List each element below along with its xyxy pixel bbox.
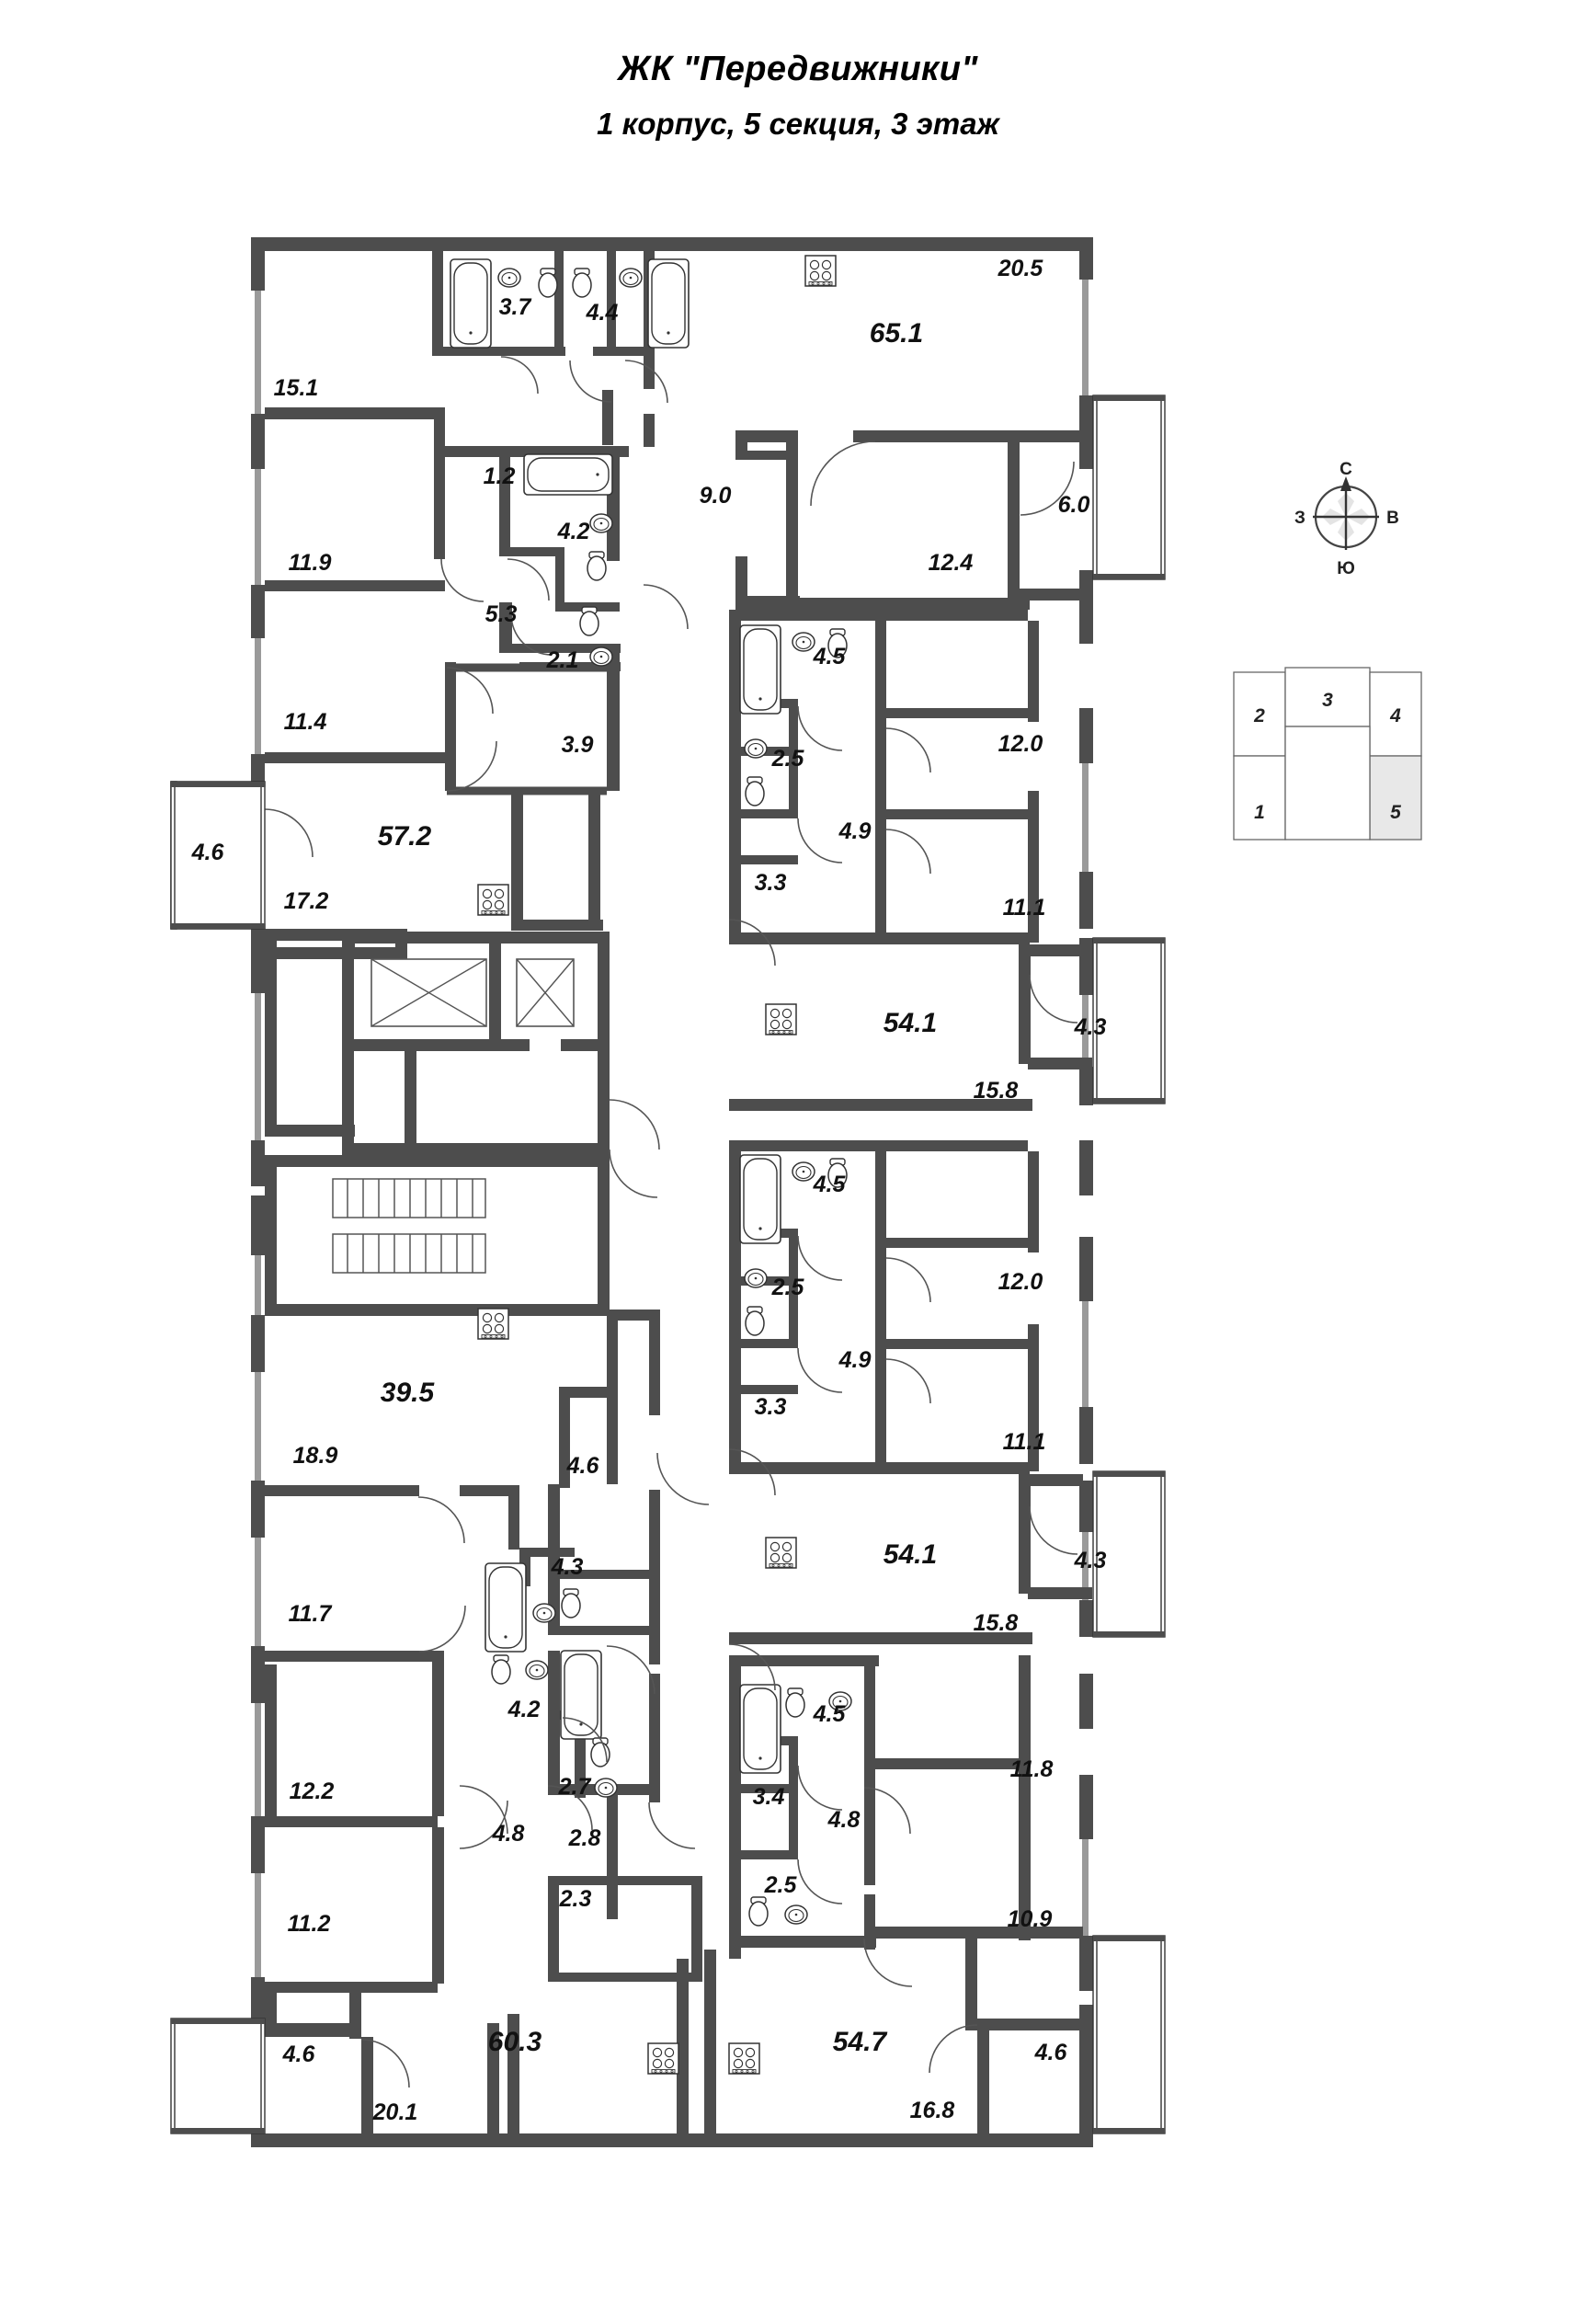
lbl-2-5a: 2.5 [771, 746, 805, 772]
staircase [332, 1178, 486, 1274]
door-swings [264, 356, 1078, 2088]
compass-north-label: С [1340, 460, 1352, 479]
title-block: ЖК "Передвижники" 1 корпус, 5 секция, 3 … [0, 48, 1596, 143]
lbl-2-3: 2.3 [559, 1886, 592, 1912]
section-key-label-1: 1 [1254, 802, 1265, 823]
lbl-3-3a: 3.3 [755, 870, 787, 896]
balcony-glazing [170, 395, 1166, 2134]
lbl-2-5c: 2.5 [764, 1872, 798, 1898]
compass-south-label: Ю [1337, 559, 1355, 578]
lbl-4-3a: 4.3 [1074, 1014, 1107, 1040]
zone-top [170, 251, 655, 993]
lbl-60-3: 60.3 [488, 2027, 542, 2057]
lbl-4-4: 4.4 [586, 300, 619, 326]
elevator-shaft-small [516, 958, 575, 1027]
lbl-4-3c: 4.3 [551, 1554, 584, 1580]
area-labels: 15.1 3.7 4.4 65.1 20.5 1.2 4.2 11.9 5.3 2.1 9.0 6.0… [191, 256, 1107, 2125]
lbl-54-1b: 54.1 [884, 1539, 937, 1570]
lbl-6-0: 6.0 [1058, 492, 1090, 518]
structural-walls [251, 237, 1093, 2147]
section-key-diagram: 2 1 3 4 5 [1233, 667, 1422, 841]
lbl-4-6d: 4.6 [1034, 2040, 1068, 2065]
lbl-11-1a: 11.1 [1003, 895, 1046, 921]
lbl-3-3b: 3.3 [755, 1394, 787, 1420]
lbl-20-5: 20.5 [998, 256, 1044, 281]
lbl-15-8b: 15.8 [974, 1610, 1019, 1636]
section-key-label-3: 3 [1322, 690, 1333, 711]
lbl-57-2: 57.2 [378, 821, 432, 852]
lbl-4-2a: 4.2 [557, 519, 590, 544]
lbl-4-5c: 4.5 [813, 1701, 847, 1727]
section-key-3 [1284, 667, 1371, 727]
lbl-54-7: 54.7 [833, 2027, 888, 2057]
lbl-11-2: 11.2 [288, 1911, 331, 1937]
section-key-label-2: 2 [1253, 705, 1265, 726]
lbl-20-1: 20.1 [372, 2099, 418, 2125]
compass-east-label: В [1386, 509, 1399, 528]
lbl-11-7: 11.7 [289, 1601, 333, 1627]
page-title: ЖК "Передвижники" [618, 50, 978, 88]
lbl-2-1: 2.1 [546, 647, 579, 673]
lbl-4-3b: 4.3 [1074, 1548, 1107, 1573]
lbl-12-4: 12.4 [929, 550, 974, 576]
lbl-54-1a: 54.1 [884, 1008, 937, 1038]
lbl-3-7: 3.7 [499, 294, 532, 320]
lbl-11-8: 11.8 [1010, 1756, 1054, 1782]
lbl-4-8a: 4.8 [492, 1821, 525, 1847]
lbl-39-5: 39.5 [381, 1378, 436, 1408]
section-key-label-5: 5 [1390, 802, 1401, 823]
lbl-4-6b: 4.6 [566, 1453, 600, 1479]
lbl-2-8: 2.8 [568, 1825, 601, 1851]
elevator-shaft-large [370, 958, 487, 1027]
zone-lower-right [677, 1655, 1083, 2138]
lbl-10-9: 10.9 [1008, 1906, 1053, 1932]
lbl-16-8: 16.8 [910, 2098, 955, 2123]
lbl-17-2: 17.2 [284, 888, 329, 914]
lbl-9-0: 9.0 [700, 483, 732, 509]
lbl-65-1: 65.1 [870, 318, 923, 349]
lbl-15-1: 15.1 [274, 375, 319, 401]
balcony-edge-walls [171, 395, 1165, 2133]
lbl-4-5b: 4.5 [813, 1172, 847, 1197]
lbl-4-9b: 4.9 [838, 1347, 872, 1373]
lbl-2-5b: 2.5 [771, 1275, 805, 1300]
section-key-5 [1369, 755, 1422, 841]
lbl-4-9a: 4.9 [838, 818, 872, 844]
compass-west-label: З [1294, 509, 1305, 528]
lbl-12-0a: 12.0 [998, 731, 1043, 757]
lbl-12-2: 12.2 [290, 1779, 335, 1804]
lbl-11-4: 11.4 [284, 709, 327, 735]
lbl-12-0b: 12.0 [998, 1269, 1043, 1295]
lbl-11-9: 11.9 [289, 550, 332, 576]
core-elevators-stairs [265, 932, 610, 1316]
thin-interior-lines [447, 663, 607, 795]
lbl-4-5a: 4.5 [813, 644, 847, 669]
zone-lower-left [265, 1310, 702, 2133]
zone-65-1-rooms [735, 430, 1079, 610]
lbl-4-6a: 4.6 [191, 840, 225, 865]
section-key-4 [1369, 671, 1422, 757]
lbl-1-2: 1.2 [484, 463, 516, 489]
lbl-18-9: 18.9 [293, 1443, 338, 1469]
compass-rose: С Ю З В [1294, 460, 1399, 578]
section-key-1 [1233, 755, 1286, 841]
zone-54-1-lower [729, 1140, 1092, 1644]
section-key-label-4: 4 [1389, 705, 1401, 726]
lbl-3-4: 3.4 [753, 1784, 785, 1810]
lbl-3-9: 3.9 [562, 732, 594, 758]
page-subtitle: 1 корпус, 5 секция, 3 этаж [597, 106, 999, 141]
lbl-15-8a: 15.8 [974, 1078, 1019, 1104]
section-key-2 [1233, 671, 1286, 757]
lbl-4-6c: 4.6 [282, 2042, 316, 2067]
lbl-5-3: 5.3 [485, 601, 518, 627]
lbl-2-7: 2.7 [558, 1774, 592, 1800]
lbl-4-8b: 4.8 [827, 1807, 861, 1833]
lbl-11-1b: 11.1 [1003, 1429, 1046, 1455]
section-key-courtyard [1284, 726, 1371, 841]
lbl-4-2b: 4.2 [507, 1697, 541, 1722]
